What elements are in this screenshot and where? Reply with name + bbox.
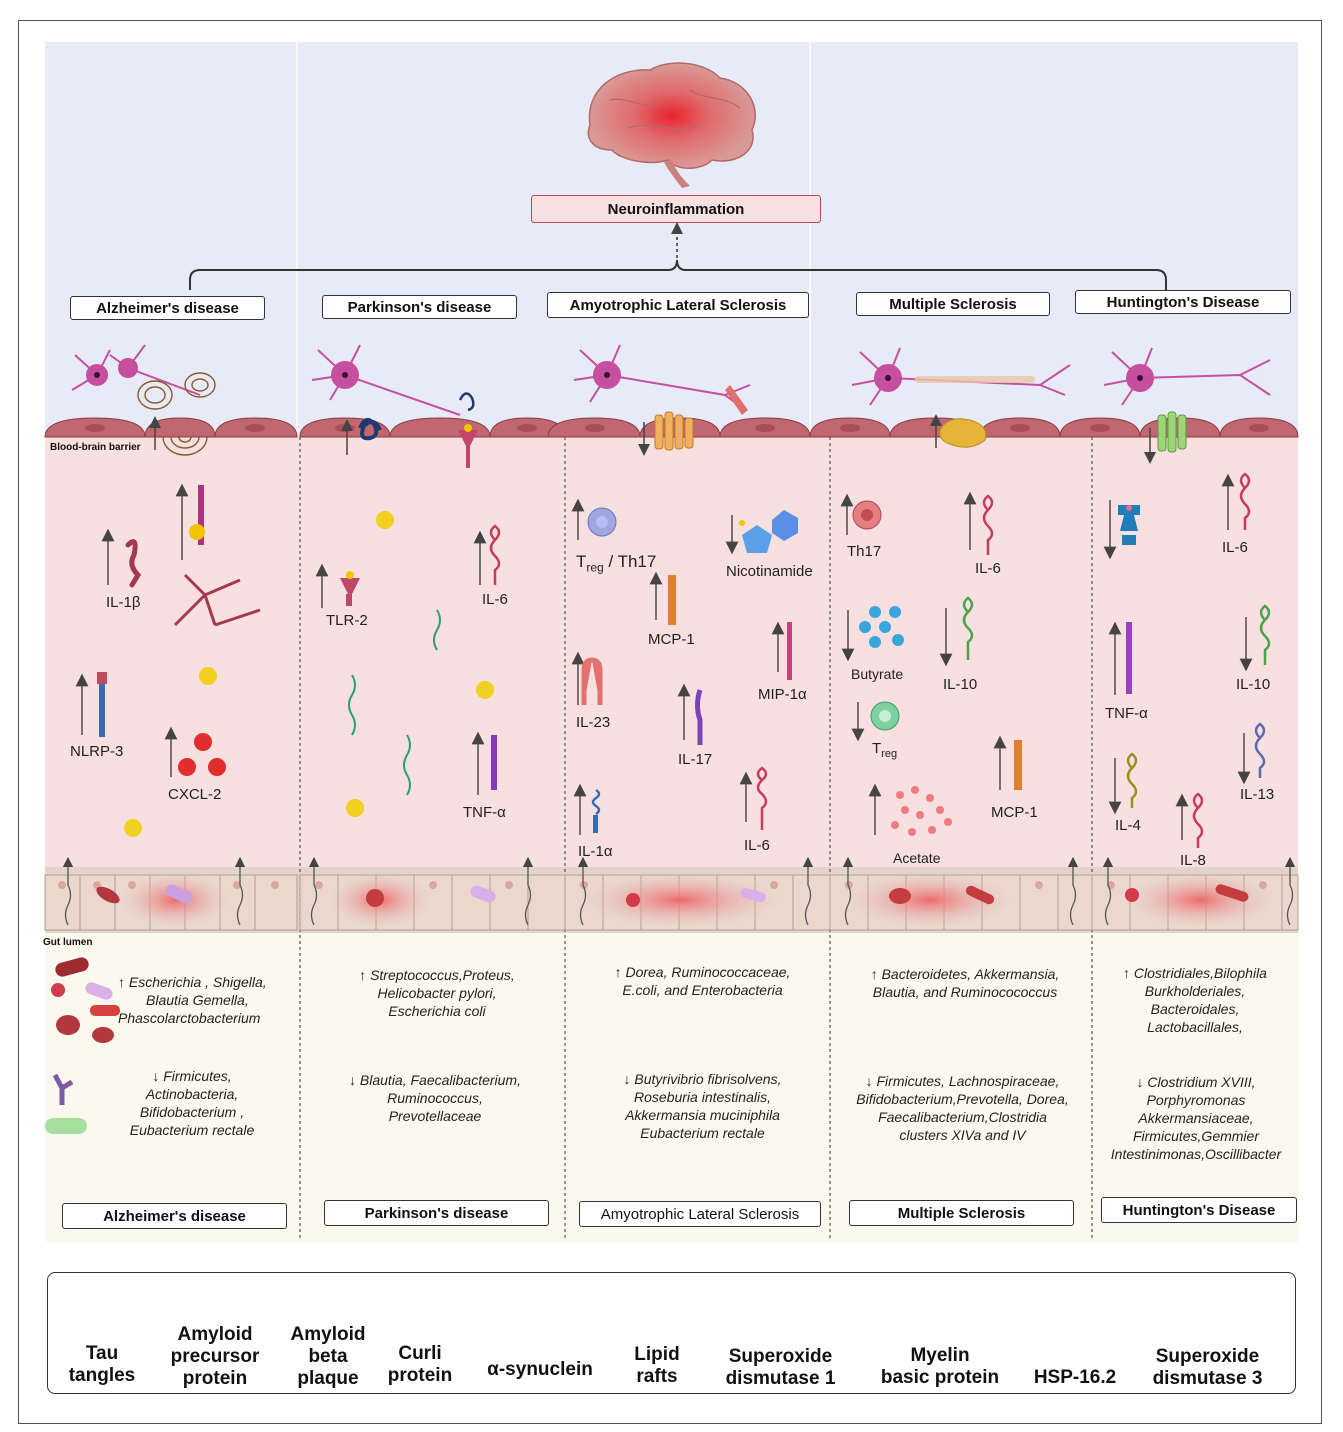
marker-il6-pd: IL-6 (482, 591, 508, 608)
marker-butyrate: Butyrate (851, 666, 904, 682)
gut-bacteria-cluster (45, 957, 120, 1134)
bacteria-up-ms: ↑ Bacteroidetes, Akkermansia,Blautia, an… (870, 966, 1060, 1000)
marker-tlr2: TLR-2 (326, 612, 368, 629)
legend-synuclein-label: α-synuclein (487, 1359, 593, 1380)
bacteria-down-pd: ↓ Blautia, Faecalibacterium,Ruminococcus… (349, 1072, 521, 1124)
bbb-label: Blood-brain barrier (50, 442, 141, 453)
gut-lumen-zone (45, 933, 1298, 1243)
sod3-icon (1157, 411, 1187, 453)
marker-nicotinamide: Nicotinamide (726, 563, 812, 580)
marker-acetate: Acetate (893, 850, 941, 866)
bacteria-icon (96, 884, 1249, 907)
disease-label-als-top: Amyotrophic Lateral Sclerosis (547, 292, 809, 318)
marker-il6-als: IL-6 (744, 837, 770, 854)
marker-treg: Treg (872, 740, 898, 760)
marker-il6-hd: IL-6 (1222, 539, 1248, 556)
marker-mcp1-als: MCP-1 (648, 631, 695, 648)
bacteria-down-als: ↓ Butyrivibrio fibrisolvens,Roseburia in… (623, 1071, 782, 1141)
disease-label-pd-top: Parkinson's disease (322, 295, 517, 319)
neuron-icon (71, 344, 1271, 416)
disease-label-ad-bottom: Alzheimer's disease (62, 1203, 287, 1229)
marker-tnfa-pd: TNF-α (463, 804, 506, 821)
marker-il4: IL-4 (1115, 817, 1141, 834)
synuclein-icon (358, 392, 475, 441)
disease-label-als-bottom: Amyotrophic Lateral Sclerosis (579, 1201, 821, 1227)
disease-label-ad-top: Alzheimer's disease (70, 296, 265, 320)
marker-il6-ms: IL-6 (975, 560, 1001, 577)
marker-treg-th17: Treg / Th17 (576, 552, 657, 575)
marker-il10-ms: IL-10 (943, 676, 978, 693)
disease-label-pd-bottom: Parkinson's disease (324, 1200, 549, 1226)
bacteria-down-ms: ↓ Firmicutes, Lachnospiraceae,Bifidobact… (856, 1073, 1069, 1143)
disease-label-ms-bottom: Multiple Sclerosis (849, 1200, 1074, 1226)
figure-frame (18, 20, 1322, 1424)
bacteria-up-ad: ↑ Escherichia , Shigella,Blautia Gemella… (118, 974, 267, 1026)
gut-lumen-label: Gut lumen (43, 937, 93, 948)
myelin-icon (725, 385, 987, 448)
bacteria-up-als: ↑ Dorea, Ruminococcaceae,E.coli, and Ent… (614, 964, 791, 998)
legend (47, 1272, 1296, 1394)
marker-il8: IL-8 (1180, 852, 1206, 869)
marker-il23: IL-23 (576, 714, 611, 731)
brain-icon (587, 62, 756, 188)
marker-il1b: IL-1β (106, 594, 141, 611)
marker-mip1a: MIP-1α (758, 686, 807, 703)
legend-hsp-label: HSP-16.2 (1033, 1367, 1117, 1388)
cytokine-glyphs (97, 472, 1271, 848)
disease-label-hd-top: Huntington's Disease (1075, 290, 1291, 314)
neuroinflammation-label: Neuroinflammation (531, 195, 821, 223)
marker-mcp1-ms: MCP-1 (991, 804, 1038, 821)
marker-tnfa-hd: TNF-α (1105, 705, 1148, 722)
disease-label-hd-bottom: Huntington's Disease (1101, 1197, 1297, 1223)
circulation-zone (45, 437, 1298, 867)
marker-il13: IL-13 (1240, 786, 1275, 803)
marker-il10-hd: IL-10 (1236, 676, 1271, 693)
sod1-icon (654, 411, 694, 451)
marker-cxcl2: CXCL-2 (168, 786, 222, 803)
marker-il17: IL-17 (678, 751, 713, 768)
marker-il1a: IL-1α (578, 843, 613, 860)
disease-label-ms-top: Multiple Sclerosis (856, 292, 1050, 316)
bacteria-down-ad: ↓ Firmicutes,Actinobacteria,Bifidobacter… (129, 1068, 255, 1138)
marker-th17: Th17 (847, 543, 882, 560)
marker-nlrp3: NLRP-3 (70, 743, 124, 760)
amyloid-precursor-icon (458, 424, 478, 468)
bacteria-up-pd: ↑ Streptococcus,Proteus,Helicobacter pyl… (359, 967, 515, 1019)
